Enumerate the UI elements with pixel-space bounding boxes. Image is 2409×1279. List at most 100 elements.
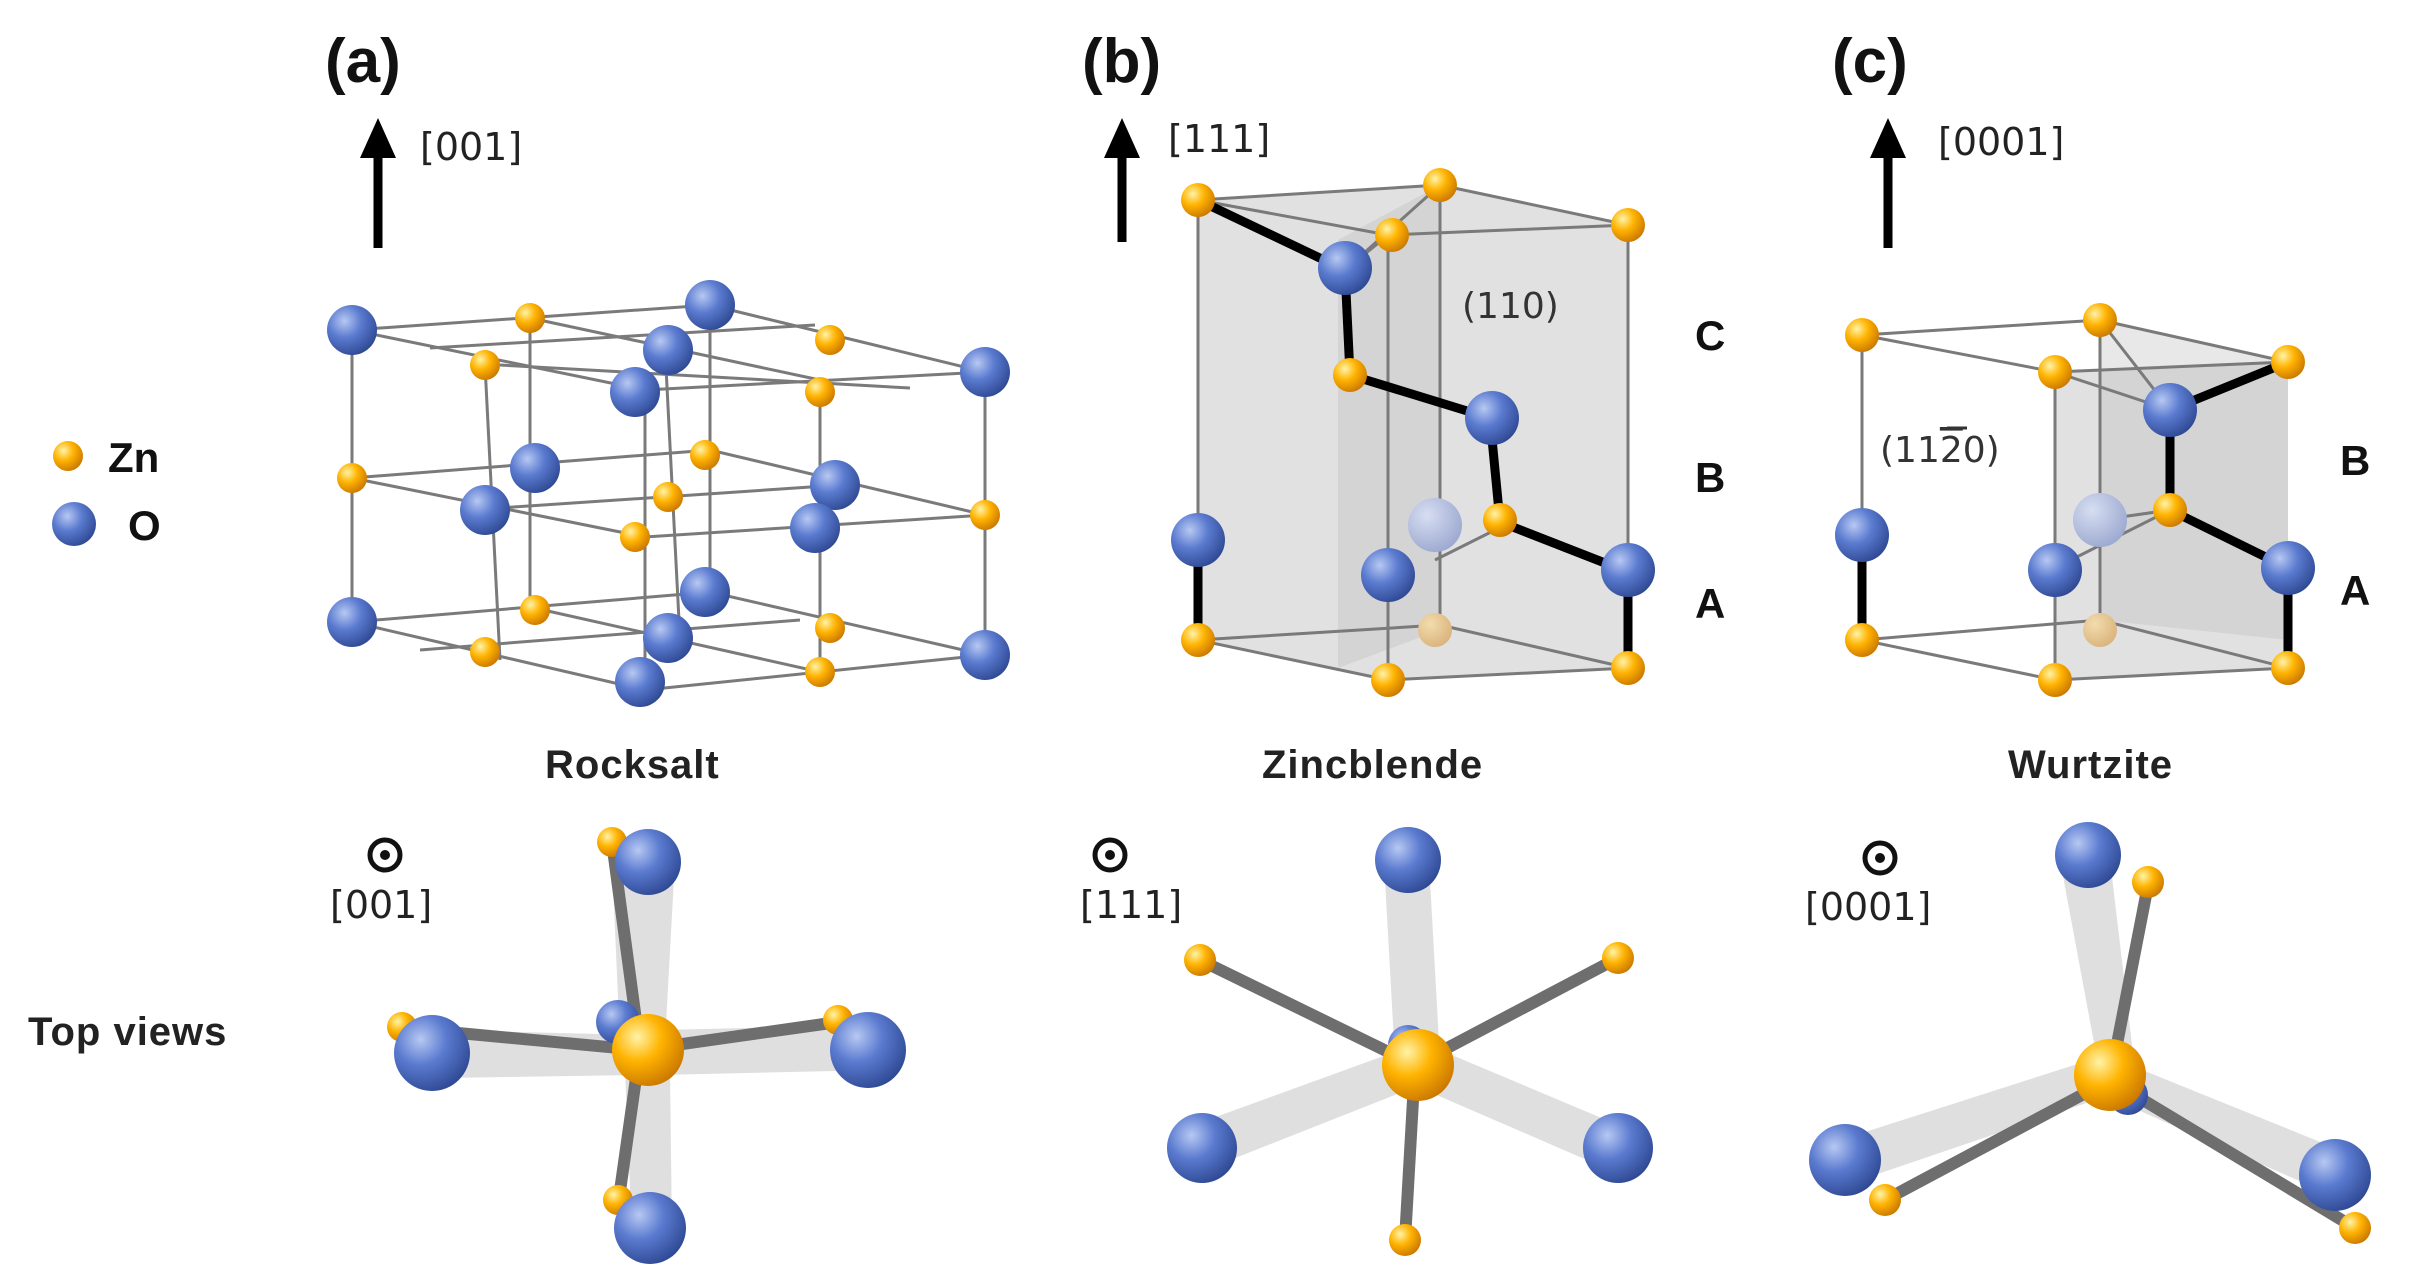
o-atom (1809, 1124, 1881, 1196)
overbar-digit: 2 (1940, 430, 1963, 471)
rocksalt-top-view (387, 827, 906, 1264)
wurtzite-cell (1835, 303, 2315, 697)
o-atom (327, 305, 377, 355)
zn-atom-faded (1418, 613, 1452, 647)
o-atom (643, 613, 693, 663)
up-arrow-icon (1870, 118, 1906, 248)
o-legend-marker (52, 502, 96, 546)
panel-b-direction: [111] (1168, 117, 1270, 161)
o-atom (510, 443, 560, 493)
zincblende-cell (1171, 168, 1655, 697)
layer-b: B (1695, 454, 1725, 501)
zn-legend-label: Zn (108, 434, 159, 481)
o-atom (394, 1015, 470, 1091)
zn-atom (2153, 493, 2187, 527)
zn-atom (515, 303, 545, 333)
zn-atom (1382, 1029, 1454, 1101)
panel-a: (a) [001] (28, 27, 1010, 1264)
o-atom (960, 630, 1010, 680)
zn-atom (1389, 1224, 1421, 1256)
o-atom (1835, 508, 1889, 562)
panel-b-plane: (110) (1462, 286, 1559, 327)
zn-atom (815, 613, 845, 643)
top-views-label: Top views (28, 1010, 227, 1054)
o-atom (1465, 391, 1519, 445)
o-atom (2299, 1139, 2371, 1211)
o-atom (2143, 383, 2197, 437)
panel-c-name: Wurtzite (2008, 743, 2173, 787)
o-atom (1318, 241, 1372, 295)
o-atom (615, 657, 665, 707)
o-atom (1167, 1113, 1237, 1183)
o-atom (960, 347, 1010, 397)
zn-atom (2038, 355, 2072, 389)
o-atom-faded (2073, 493, 2127, 547)
o-atom (1375, 827, 1441, 893)
o-atom (460, 485, 510, 535)
o-atom (614, 1192, 686, 1264)
panel-a-name: Rocksalt (545, 743, 720, 787)
panel-c-label: (c) (1832, 27, 1908, 96)
layer-a: A (1695, 580, 1725, 627)
o-atom (1361, 548, 1415, 602)
zn-atom (815, 325, 845, 355)
panel-c-direction: [0001] (1938, 120, 2064, 164)
o-atom (643, 325, 693, 375)
panel-b-label: (b) (1082, 27, 1161, 96)
panel-c-top-direction: [0001] (1805, 885, 1931, 929)
o-atom (2261, 541, 2315, 595)
layer-c: C (1695, 312, 1725, 359)
zn-atom (470, 350, 500, 380)
o-atom (1583, 1113, 1653, 1183)
o-atom (1601, 543, 1655, 597)
zn-atom (2271, 651, 2305, 685)
zn-atom (620, 522, 650, 552)
layer-a: A (2340, 567, 2370, 614)
zn-atom (1375, 218, 1409, 252)
o-atom (830, 1012, 906, 1088)
zn-atom (653, 482, 683, 512)
panel-b-top-direction: [111] (1080, 883, 1182, 927)
zn-atom (337, 463, 367, 493)
zn-atom (2083, 303, 2117, 337)
zn-atom (2132, 866, 2164, 898)
zn-atom (1423, 168, 1457, 202)
dot-out-icon (367, 837, 403, 873)
o-atom (2055, 822, 2121, 888)
o-atom (1171, 513, 1225, 567)
zn-atom (1869, 1184, 1901, 1216)
zn-atom (805, 377, 835, 407)
rocksalt-lattice (327, 280, 1010, 707)
zn-atom (1184, 944, 1216, 976)
panel-a-top-direction: [001] (330, 883, 432, 927)
zn-atom (1845, 318, 1879, 352)
up-arrow-icon (1104, 118, 1140, 242)
dot-out-icon (1092, 837, 1128, 873)
zn-atom-faded (2083, 613, 2117, 647)
zn-atom (2339, 1212, 2371, 1244)
layer-b: B (2340, 437, 2370, 484)
zn-atom (1602, 942, 1634, 974)
zn-atom (612, 1014, 684, 1086)
zn-atom (1181, 623, 1215, 657)
dot-out-icon (1862, 840, 1898, 876)
zn-atom (1845, 623, 1879, 657)
zn-atom (2038, 663, 2072, 697)
zn-atom (1371, 663, 1405, 697)
panel-a-direction: [001] (420, 125, 522, 169)
o-atom (685, 280, 735, 330)
o-atom (2028, 543, 2082, 597)
zn-atom (1333, 358, 1367, 392)
o-atom (610, 367, 660, 417)
zincblende-top-view (1167, 827, 1653, 1256)
up-arrow-icon (360, 118, 396, 248)
zn-atom (1611, 208, 1645, 242)
o-atom (327, 597, 377, 647)
legend: Zn O (52, 434, 161, 549)
panel-b-name: Zincblende (1262, 743, 1483, 787)
o-atom (790, 503, 840, 553)
zn-legend-marker (53, 441, 83, 471)
panel-b: (b) [111] (1080, 27, 1725, 1256)
zn-atom (2271, 345, 2305, 379)
